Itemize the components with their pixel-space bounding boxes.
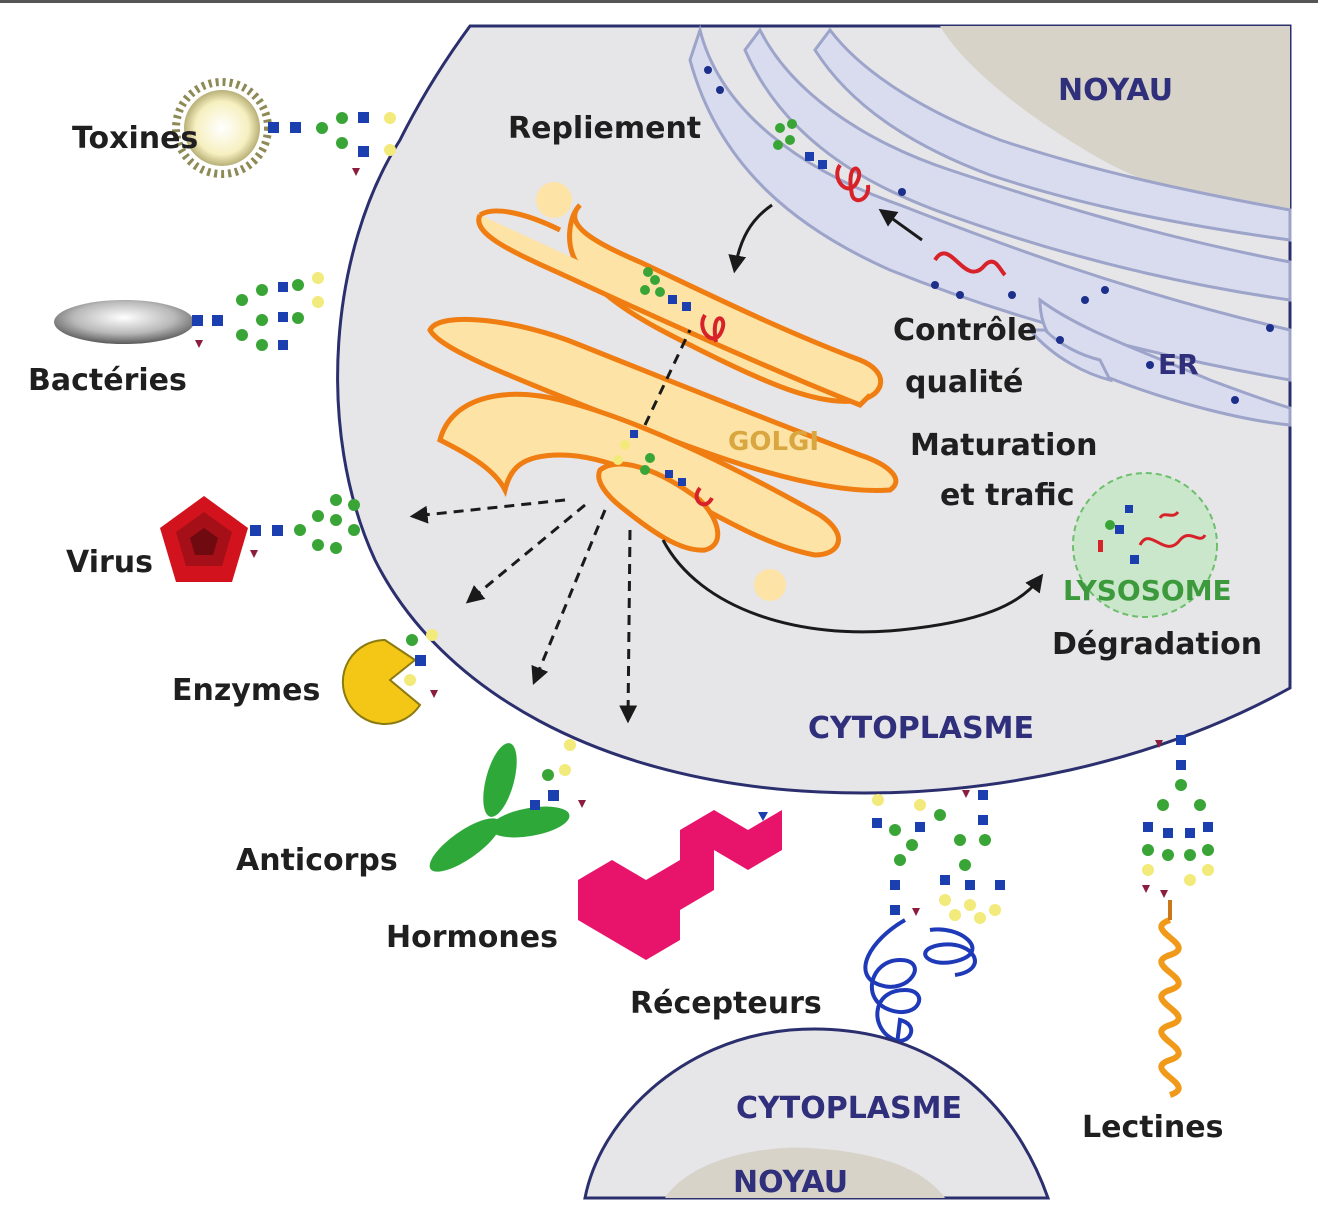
label-degradation: Dégradation [1052,627,1262,662]
label-er: ER [1158,348,1199,381]
glycan-icon [404,629,438,698]
label-golgi: GOLGI [728,427,819,457]
nucleus-top [940,26,1290,220]
virus-icon [160,496,248,582]
er-ribosomes [704,66,1274,404]
label-toxines: Toxines [72,121,198,156]
endoplasmic-reticulum [688,24,1292,427]
label-cytoplasm-bottom: CYTOPLASME [736,1091,962,1126]
lysosome-contents [1098,505,1207,564]
golgi-vesicle-2 [754,569,786,601]
bacterium-icon [54,300,194,344]
label-maturation-2: et trafic [940,478,1075,513]
glycoprotein-er [773,119,871,203]
label-nucleus-top: NOYAU [1058,73,1173,108]
glycoprotein-golgi [640,267,726,343]
label-anticorps: Anticorps [236,843,398,878]
glycan-icon [530,739,586,810]
neighbor-cell [583,1027,1051,1200]
receptor-icon [863,918,977,1061]
label-bacteries: Bactéries [28,363,187,398]
label-controle-2: qualité [905,365,1023,400]
label-hormones: Hormones [386,920,558,955]
glycoprotein-golgi-2 [613,430,714,507]
glycan-icon [250,494,360,558]
label-repliement: Repliement [508,111,701,146]
label-lysosome: LYSOSOME [1063,574,1232,607]
glycan-icon [268,112,396,176]
enzyme-icon [341,638,422,725]
antibody-icon [429,743,570,872]
lectin-icon [1158,900,1182,1098]
nucleus-bottom [665,1147,945,1198]
label-lectines: Lectines [1082,1110,1223,1145]
glycan-icon [1142,735,1214,898]
unfolded-protein [933,251,1007,277]
golgi-apparatus [427,203,899,558]
label-controle-1: Contrôle [893,313,1037,348]
lysosome [1072,472,1218,618]
glycan-icon [872,790,1005,924]
frame-top-line [0,0,1318,3]
glycan-icon [192,272,324,351]
label-maturation-1: Maturation [910,428,1097,463]
label-cytoplasm-main: CYTOPLASME [808,711,1034,746]
label-virus: Virus [66,545,153,580]
label-enzymes: Enzymes [172,673,320,708]
label-nucleus-bottom: NOYAU [733,1165,848,1200]
glycan-icon [758,812,768,821]
trafficking-arrows [409,203,1044,724]
golgi-vesicle-1 [536,182,572,218]
label-recepteurs: Récepteurs [630,986,822,1021]
hormone-icon [578,810,782,960]
